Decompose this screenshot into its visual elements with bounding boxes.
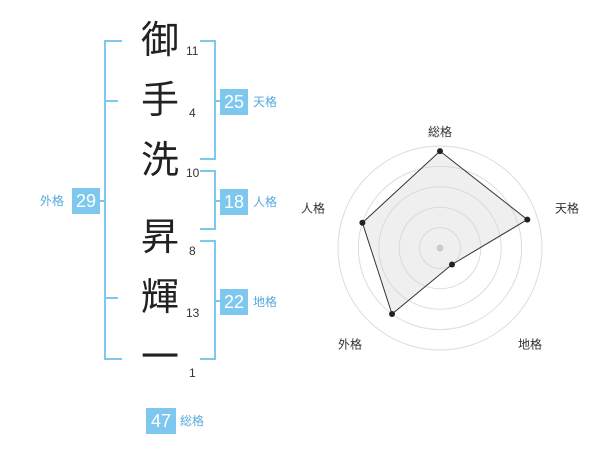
- radar-polygon: [361, 150, 529, 315]
- name-char-1: 御: [140, 18, 179, 62]
- stroke-count-1: 11: [186, 44, 199, 58]
- gaikaku-badge: 29: [72, 188, 100, 214]
- jinkaku-badge: 18: [220, 189, 248, 215]
- radar-ring: [357, 165, 523, 331]
- chikaku-label: 地格: [253, 295, 278, 309]
- radar-axis-label-5: 人格: [301, 200, 325, 215]
- tenkaku-bracket-connector: [214, 100, 224, 102]
- gaikaku-bracket-tick: [104, 100, 118, 102]
- gaikaku-bracket: [104, 40, 122, 360]
- radar-point-2: [524, 216, 531, 223]
- radar-point-3: [448, 261, 455, 268]
- radar-ring: [419, 227, 461, 269]
- name-char-2: 手: [140, 78, 179, 122]
- radar-ring: [378, 186, 502, 310]
- radar-ring: [398, 206, 482, 290]
- name-char-5: 輝: [140, 275, 179, 319]
- chikaku-bracket-connector: [214, 300, 224, 302]
- gaikaku-bracket-tick: [104, 297, 118, 299]
- stroke-count-4: 8: [189, 244, 196, 258]
- soukaku-label: 総格: [180, 414, 205, 428]
- stroke-count-5: 13: [186, 306, 200, 320]
- radar-point-1: [437, 148, 443, 155]
- gaikaku-bracket-connector: [96, 200, 106, 202]
- name-char-3: 洗: [140, 138, 179, 182]
- radar-center-dot: [436, 244, 444, 252]
- radar-axis-label-4: 外格: [338, 337, 362, 352]
- radar-ring: [337, 145, 543, 351]
- stroke-count-3: 10: [186, 166, 200, 180]
- soukaku-badge: 47: [146, 408, 176, 434]
- stroke-count-2: 4: [189, 106, 196, 120]
- radar-point-4: [389, 311, 396, 318]
- name-char-6: 一: [140, 335, 179, 379]
- tenkaku-label: 天格: [253, 95, 278, 109]
- stroke-count-6: 1: [189, 366, 196, 380]
- jinkaku-bracket-connector: [214, 200, 224, 202]
- radar-axis-label-3: 地格: [518, 337, 542, 352]
- radar-axis-label-2: 天格: [555, 200, 579, 215]
- name-char-4: 昇: [140, 215, 179, 259]
- gaikaku-label: 外格: [40, 194, 65, 208]
- jinkaku-label: 人格: [253, 195, 278, 209]
- radar-axis-label-1: 総格: [428, 124, 452, 139]
- radar-point-5: [359, 219, 366, 226]
- tenkaku-badge: 25: [220, 89, 248, 115]
- chikaku-badge: 22: [220, 289, 248, 315]
